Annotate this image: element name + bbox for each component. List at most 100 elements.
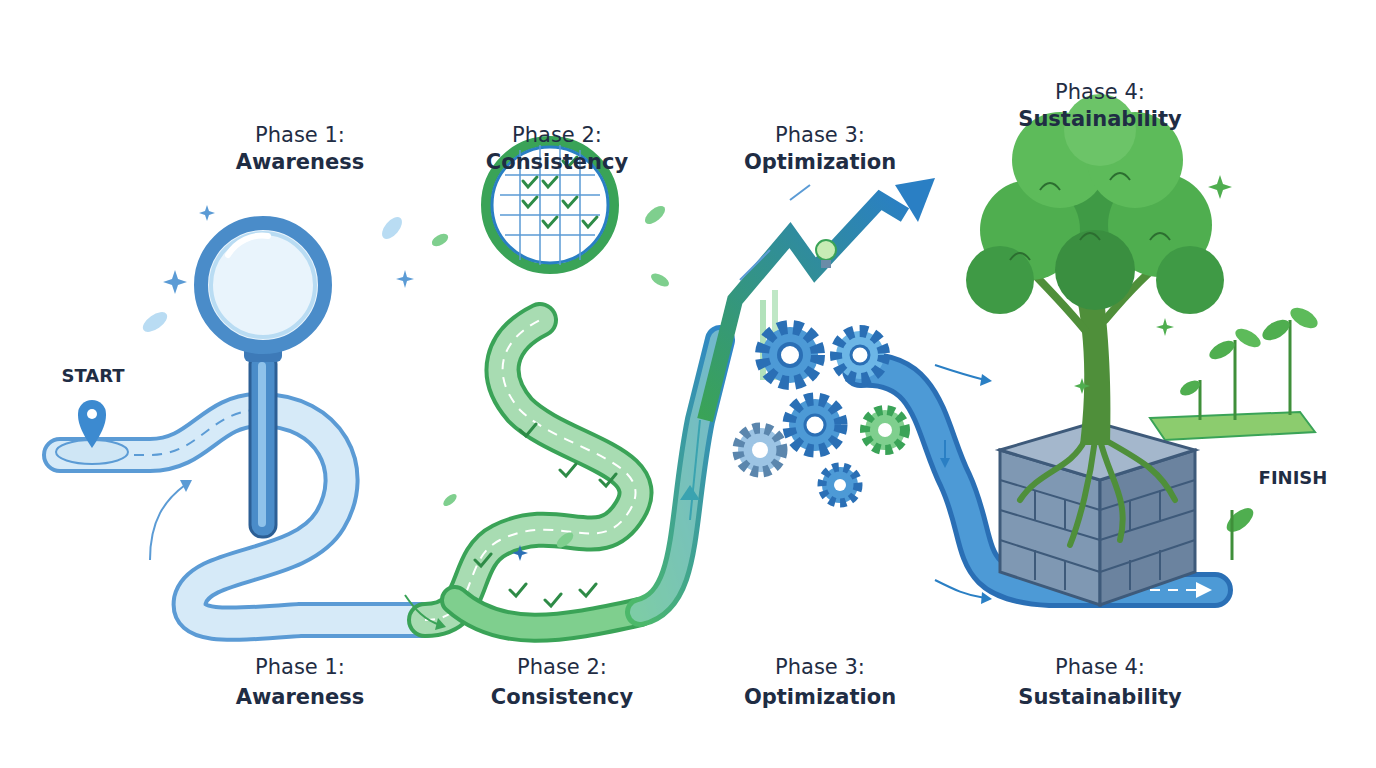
direction-arrows-part <box>935 365 985 380</box>
gears-icon-part <box>834 479 846 491</box>
decor-sparkles-part <box>396 270 414 288</box>
gears-icon-part <box>851 346 869 364</box>
sprouts-part <box>1223 504 1258 537</box>
road-sustainability-part <box>1196 582 1212 598</box>
magnifier-icon-part <box>211 233 315 337</box>
ground-strip <box>1150 412 1315 440</box>
road-consistency-part <box>475 424 616 606</box>
gears-icon-part <box>822 467 858 503</box>
phase-title: Optimization <box>744 686 896 709</box>
gears-icon-part <box>738 428 782 472</box>
decor-sparkles-part <box>1156 318 1174 336</box>
tree-icon-part <box>1010 173 1170 260</box>
decor-sparkles-part <box>512 545 528 561</box>
decor-sparkles-part <box>163 270 187 294</box>
decor-leaves-part <box>554 530 576 551</box>
gears-icon-part <box>789 399 841 451</box>
tree-icon-part <box>1055 230 1135 310</box>
gears-icon-part <box>762 327 818 383</box>
phase-title: Sustainability <box>1018 686 1181 709</box>
phase-number: Phase 1: <box>255 656 345 679</box>
tree-icon-part <box>1020 440 1175 545</box>
gears-icon-part <box>865 410 905 450</box>
phase-number: Phase 3: <box>775 656 865 679</box>
growth-arrow-part <box>705 200 905 420</box>
magnifier-icon-part <box>250 352 276 537</box>
ground-strip-part <box>1150 412 1315 440</box>
sprouts-part <box>1287 304 1321 333</box>
start-pin <box>56 400 128 464</box>
magnifier-icon-part <box>201 223 325 347</box>
sprouts-part <box>1259 316 1293 345</box>
phase-number: Phase 4: <box>1055 656 1145 679</box>
phase-number: Phase 3: <box>775 124 865 147</box>
magnifier-icon-part <box>258 362 266 527</box>
phase-title: Consistency <box>491 686 633 709</box>
decor-sparkles-part <box>1208 175 1232 199</box>
tree-icon <box>966 94 1224 545</box>
decor-sparkles-part <box>199 205 215 221</box>
phase-title: Optimization <box>744 151 896 174</box>
decor-leaves-part <box>441 492 458 508</box>
direction-arrows-part <box>981 592 992 604</box>
sprouts <box>1177 304 1321 560</box>
road-consistency-part <box>425 320 636 620</box>
brick-foundation-part <box>1035 490 1160 590</box>
phase-number: Phase 1: <box>255 124 345 147</box>
direction-arrows-part <box>405 595 440 625</box>
magnifier-icon-part <box>228 236 268 255</box>
direction-arrows-part <box>150 485 185 560</box>
road-consistency-part <box>425 320 636 620</box>
start-pin-part <box>78 400 106 448</box>
growth-arrow-part <box>895 178 935 222</box>
tree-icon-part <box>966 246 1034 314</box>
growth-arrow <box>705 178 935 420</box>
road-consistency-part <box>425 320 636 620</box>
decor-leaves <box>140 203 672 551</box>
phase-number: Phase 2: <box>512 124 602 147</box>
tree-icon-part <box>1156 246 1224 314</box>
direction-arrows-part <box>935 580 985 598</box>
gears-icon <box>738 327 905 503</box>
decor-leaves-part <box>378 214 405 243</box>
road-optimization-part <box>680 485 700 500</box>
phase-number: Phase 4: <box>1055 81 1145 104</box>
finish-label: FINISH <box>1259 468 1328 488</box>
decor-leaves-part <box>140 308 171 336</box>
brick-foundation-part <box>1000 480 1195 572</box>
phase-title: Consistency <box>486 151 628 174</box>
decor-leaves-part <box>642 203 668 228</box>
growth-arrow-part <box>740 185 810 280</box>
phase-title: Sustainability <box>1018 108 1181 131</box>
sprouts-part <box>1206 337 1237 363</box>
direction-arrows <box>150 365 992 630</box>
phase-title: Awareness <box>236 686 365 709</box>
direction-arrows-part <box>944 440 946 460</box>
direction-arrows-part <box>940 458 950 468</box>
direction-arrows-part <box>180 480 192 492</box>
road-optimization-part <box>690 420 700 520</box>
growth-arrow-part <box>821 260 831 268</box>
road-consistency <box>425 320 640 628</box>
gears-icon-part <box>752 442 768 458</box>
decor-leaves-part <box>430 231 451 249</box>
start-label: START <box>61 366 124 386</box>
sprouts-part <box>1232 325 1263 351</box>
magnifier-icon <box>201 223 325 537</box>
phase-number: Phase 2: <box>517 656 607 679</box>
decor-sparkles-part <box>1074 378 1090 394</box>
start-pin-part <box>87 409 97 419</box>
gears-icon-part <box>779 344 801 366</box>
decor-leaves-part <box>649 271 671 290</box>
sprouts-part <box>1177 377 1202 398</box>
decor-sparkles <box>163 175 1232 561</box>
direction-arrows-part <box>435 618 446 630</box>
gears-icon-part <box>878 423 892 437</box>
sprouts-part <box>1231 510 1234 560</box>
gears-icon-part <box>805 415 825 435</box>
phase-title: Awareness <box>236 151 365 174</box>
direction-arrows-part <box>980 374 992 386</box>
growth-arrow-part <box>816 240 836 260</box>
brick-foundation <box>1000 422 1195 605</box>
